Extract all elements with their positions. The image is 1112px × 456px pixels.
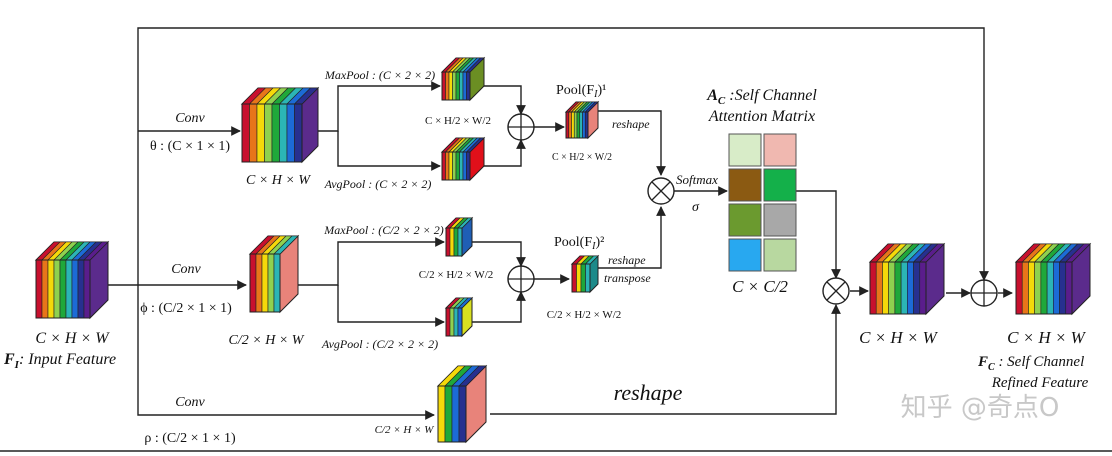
theta-reshape-label: reshape [612,117,650,131]
attention-cell [728,133,762,167]
input-shape-label: C × H × W [35,330,110,347]
theta-pool-cube [564,100,600,140]
attention-cell [728,238,762,272]
softmax-label: Softmax [676,172,718,187]
phi-avgpool-arrow [337,285,445,327]
phi-transpose-label: transpose [604,271,651,285]
attention-title-line2: Attention Matrix [708,108,815,125]
theta-pool-label: Pool(FI)¹ [556,83,606,100]
theta-avgpool-label: AvgPool : (C × 2 × 2) [324,177,432,191]
theta-pool-shape-label: C × H/2 × W/2 [552,152,612,163]
theta-pool-to-mult [592,110,666,176]
phi-param-label: ϕ : (C/2 × 1 × 1) [140,301,232,316]
mid-output-shape-label: C × H × W [859,328,939,347]
input-feature-label: FI: Input Feature [3,351,116,371]
input-feature-cube [34,240,110,320]
theta-pooled-shape-label: C × H/2 × W/2 [425,115,491,127]
theta-maxpool-cube [440,56,486,102]
phi-avgpool-label: AvgPool : (C/2 × 2 × 2) [321,337,438,351]
phi-reshape-label: reshape [608,253,646,267]
theta-avgpool-cube [440,136,486,182]
rho-shape-label: C/2 × H × W [375,424,435,436]
phi-pooled-shape-label: C/2 × H/2 × W/2 [419,269,494,281]
attention-matrix [728,133,797,272]
phi-pool-to-mult [598,206,666,269]
attention-cell [728,168,762,202]
attention-cell [763,238,797,272]
theta-avgpool-arrow [337,131,441,171]
theta-param-label: θ : (C × 1 × 1) [150,139,230,154]
rho-conv-cube [436,364,488,444]
output-shape-label: C × H × W [1007,328,1087,347]
phi-conv-label: Conv [171,262,201,277]
phi-maxpool-label: MaxPool : (C/2 × 2 × 2) [323,223,444,237]
phi-sum-node [507,265,535,293]
theta-maxpool-arrow [318,81,441,132]
theta-maxpool-label: MaxPool : (C × 2 × 2) [324,68,435,82]
phi-shape-label: C/2 × H × W [229,333,305,348]
theta-shape-label: C × H × W [246,173,311,188]
skip-connection-arrow [137,27,989,285]
phi-maxpool-arrow [298,237,445,286]
theta-conv-cube [240,86,320,164]
feature-cubes [34,56,1092,444]
theta-conv-label: Conv [175,111,205,126]
input-to-rho-arrow [137,285,435,420]
sigma-label: σ [692,200,700,215]
rho-reshape-label: reshape [614,380,683,405]
theta-max-to-sum [484,85,526,115]
attention-cell [763,133,797,167]
theta-avg-to-sum [484,139,526,167]
final-output-cube [1014,242,1092,316]
attention-to-mult-arrow [794,190,841,279]
watermark: 知乎 @奇点O [901,393,1060,423]
output-feature-label: FC : Self Channel [977,354,1084,373]
phi-pool-cube [570,254,600,294]
rho-conv-label: Conv [175,395,205,410]
phi-maxpool-cube [444,216,474,258]
phi-pool-label: Pool(FI)² [554,235,604,252]
labels: C × H × W FI: Input Feature Conv θ : (C … [3,68,1089,446]
attention-title: AC :Self Channel [706,87,817,107]
phi-pool-shape-label: C/2 × H/2 × W/2 [547,309,622,321]
phi-conv-cube [248,234,300,314]
residual-sum-node [970,279,998,307]
connectors [108,27,1013,420]
rho-param-label: ρ : (C/2 × 1 × 1) [144,431,236,446]
operator-nodes [507,113,998,307]
rho-to-mult-arrow [490,304,841,415]
attention-cell [763,203,797,237]
attention-shape-label: C × C/2 [732,277,788,296]
output-feature-label-line2: Refined Feature [991,375,1089,391]
attention-cell [728,203,762,237]
attention-cell [763,168,797,202]
phi-avg-to-sum [472,291,526,323]
matmul-node-1 [647,177,675,205]
theta-sum-node [507,113,535,141]
phi-avgpool-cube [444,296,474,338]
mid-output-cube [868,242,946,316]
phi-max-to-sum [472,241,526,267]
matmul-node-2 [822,277,850,305]
